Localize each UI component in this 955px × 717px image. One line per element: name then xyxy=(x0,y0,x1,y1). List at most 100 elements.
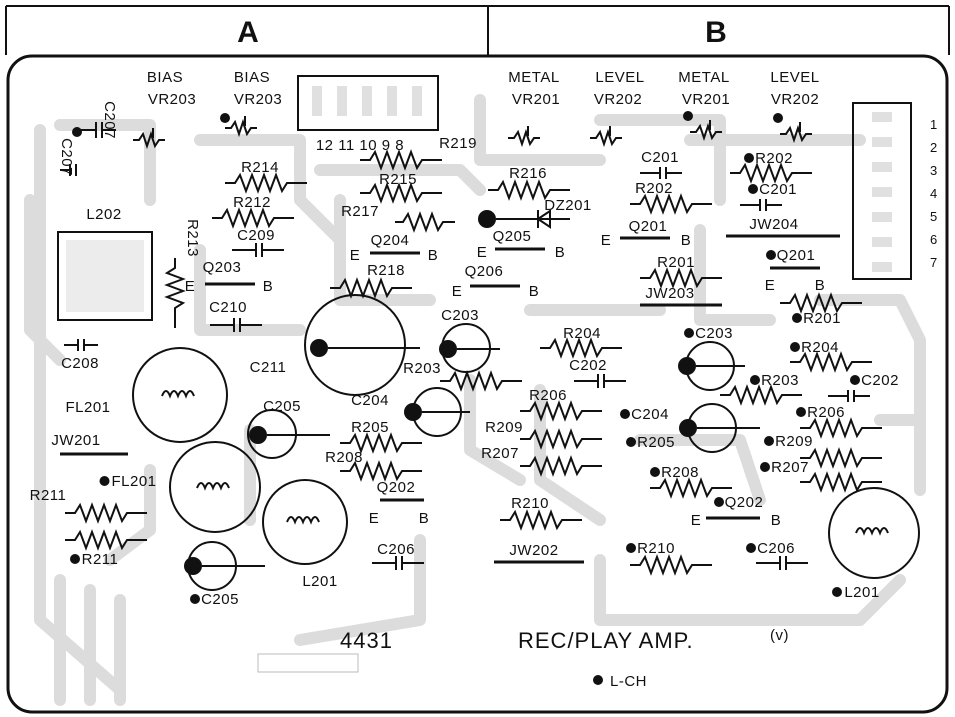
section-label-a: A xyxy=(237,16,259,49)
component-label-r206b: R206 xyxy=(807,404,845,421)
coil-components xyxy=(132,347,920,579)
inductor-l202-box xyxy=(57,231,153,321)
component-label-q203b: B xyxy=(263,278,274,295)
component-label-r205b: R205 xyxy=(637,434,675,451)
component-label-r202a: R202 xyxy=(635,180,673,197)
component-label-c210: C210 xyxy=(209,299,247,316)
label-dot xyxy=(760,462,770,472)
electrolytic-capacitors xyxy=(184,210,760,591)
connector-right xyxy=(852,102,912,280)
label-dot xyxy=(744,153,754,163)
transistor-jumper-bars xyxy=(60,234,840,564)
component-label-q204e: E xyxy=(350,247,361,264)
component-label-q205: Q205 xyxy=(493,228,532,245)
pin-label: 2 xyxy=(930,140,937,155)
label-dot xyxy=(790,342,800,352)
label-dot xyxy=(684,328,694,338)
component-label-r204a: R204 xyxy=(563,325,601,342)
label-dot xyxy=(850,375,860,385)
zener-diode-dz201 xyxy=(536,209,551,229)
component-label-l202: L202 xyxy=(86,206,121,223)
label-dot xyxy=(626,437,636,447)
component-label-c204a: C204 xyxy=(351,392,389,409)
component-label-level1: LEVEL xyxy=(595,69,644,86)
label-dot xyxy=(832,587,842,597)
channel-dot xyxy=(593,675,603,685)
label-dot xyxy=(748,184,758,194)
component-label-q205e: E xyxy=(477,244,488,261)
section-label-b: B xyxy=(705,16,727,49)
component-label-q206b: B xyxy=(529,283,540,300)
component-label-r203a: R203 xyxy=(403,360,441,377)
component-label-r205a: R205 xyxy=(351,419,389,436)
component-label-c205a: C205 xyxy=(263,398,301,415)
board-number: 4431 xyxy=(340,628,393,653)
component-label-c201a: C201 xyxy=(641,149,679,166)
component-label-q202be: E xyxy=(691,512,702,529)
component-label-r215: R215 xyxy=(379,171,417,188)
component-label-q205b: B xyxy=(555,244,566,261)
silkscreen-box xyxy=(257,653,359,673)
component-label-r212: R212 xyxy=(233,194,271,211)
component-label-c202b: C202 xyxy=(861,372,899,389)
copper-traces xyxy=(24,94,926,706)
component-label-metal1: METAL xyxy=(508,69,559,86)
component-label-r218: R218 xyxy=(367,262,405,279)
pin-label: 1 xyxy=(930,117,937,132)
component-label-q201ab: B xyxy=(681,232,692,249)
component-label-q204b: B xyxy=(428,247,439,264)
channel-label: L-CH xyxy=(610,673,647,690)
component-label-q202b: Q202 xyxy=(725,494,764,511)
pin-label: 7 xyxy=(930,255,937,270)
component-label-c203a: C203 xyxy=(441,307,479,324)
component-label-r208a: R208 xyxy=(325,449,363,466)
component-label-dz201: DZ201 xyxy=(544,197,592,214)
component-label-r208b: R208 xyxy=(661,464,699,481)
connector-top xyxy=(297,75,439,131)
component-label-jw203: JW203 xyxy=(645,285,694,302)
component-label-c206a: C206 xyxy=(377,541,415,558)
label-dot xyxy=(792,313,802,323)
component-label-c205b: C205 xyxy=(201,591,239,608)
component-label-q202ab: B xyxy=(419,510,430,527)
component-label-r210a: R210 xyxy=(511,495,549,512)
component-label-q202a: Q202 xyxy=(377,479,416,496)
label-dot xyxy=(714,497,724,507)
label-dot xyxy=(764,436,774,446)
component-label-l201b: L201 xyxy=(844,584,879,601)
label-dot xyxy=(796,407,806,417)
board-footer: 4431 REC/PLAY AMP. (v) L-CH xyxy=(257,627,789,690)
component-label-r209b: R209 xyxy=(775,433,813,450)
component-label-r211b: R211 xyxy=(82,551,119,568)
component-label-pins_top: 12 11 10 9 8 xyxy=(316,137,404,154)
component-label-q201bb: B xyxy=(815,277,826,294)
label-dot xyxy=(190,594,200,604)
component-label-jw201: JW201 xyxy=(51,432,100,449)
component-label-r202b: R202 xyxy=(755,150,793,167)
connector-pin-labels: 1 2 3 4 5 6 7 xyxy=(930,117,937,270)
component-label-vr203b: VR203 xyxy=(234,91,282,108)
component-label-c201b: C201 xyxy=(759,181,797,198)
component-label-r211a: R211 xyxy=(30,487,67,504)
label-dot xyxy=(99,476,110,486)
component-label-r219: R219 xyxy=(439,135,477,152)
component-label-q206: Q206 xyxy=(465,263,504,280)
component-label-r217: R217 xyxy=(341,203,379,220)
component-label-fl201b: FL201 xyxy=(111,473,156,490)
label-dot xyxy=(620,409,630,419)
pin-label: 3 xyxy=(930,163,937,178)
label-dot xyxy=(70,554,80,564)
component-label-r201a: R201 xyxy=(657,254,695,271)
component-label-q204: Q204 xyxy=(371,232,410,249)
component-label-vr202a: VR202 xyxy=(594,91,642,108)
component-label-vr201b: VR201 xyxy=(682,91,730,108)
component-label-r203b: R203 xyxy=(761,372,799,389)
component-label-c204b: C204 xyxy=(631,406,669,423)
component-label-c206b: C206 xyxy=(757,540,795,557)
component-label-q206e: E xyxy=(452,283,463,300)
pin-label: 5 xyxy=(930,209,937,224)
component-label-r207a: R207 xyxy=(481,445,519,462)
component-label-c203b: C203 xyxy=(695,325,733,342)
